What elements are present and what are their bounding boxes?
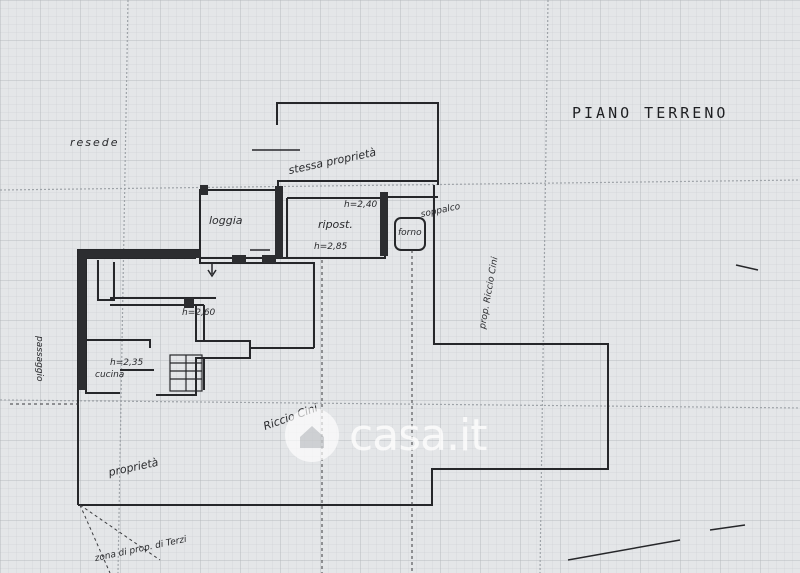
watermark-text: casa.it — [349, 409, 488, 461]
label-forno: forno — [398, 228, 422, 238]
label-cucina: cucina — [95, 370, 125, 380]
label-loggia: loggia — [209, 214, 243, 227]
label-resede: resede — [70, 136, 120, 149]
label-ripost: ripost. — [318, 218, 353, 231]
label-h235: h=2,35 — [110, 358, 144, 368]
plan-title: PIANO TERRENO — [572, 104, 729, 122]
forno-oven — [394, 217, 426, 251]
casa-it-watermark: casa.it — [283, 405, 523, 465]
staircase — [169, 354, 203, 392]
wall-fills — [78, 185, 388, 390]
label-h285: h=2,85 — [314, 242, 348, 252]
label-h240: h=2,40 — [344, 200, 378, 210]
house-logo-icon — [285, 408, 339, 462]
sketch-lines — [567, 264, 759, 561]
label-h260: h=2,60 — [182, 308, 216, 318]
door-marks — [207, 149, 300, 278]
label-passaggio: passaggio — [34, 336, 44, 382]
